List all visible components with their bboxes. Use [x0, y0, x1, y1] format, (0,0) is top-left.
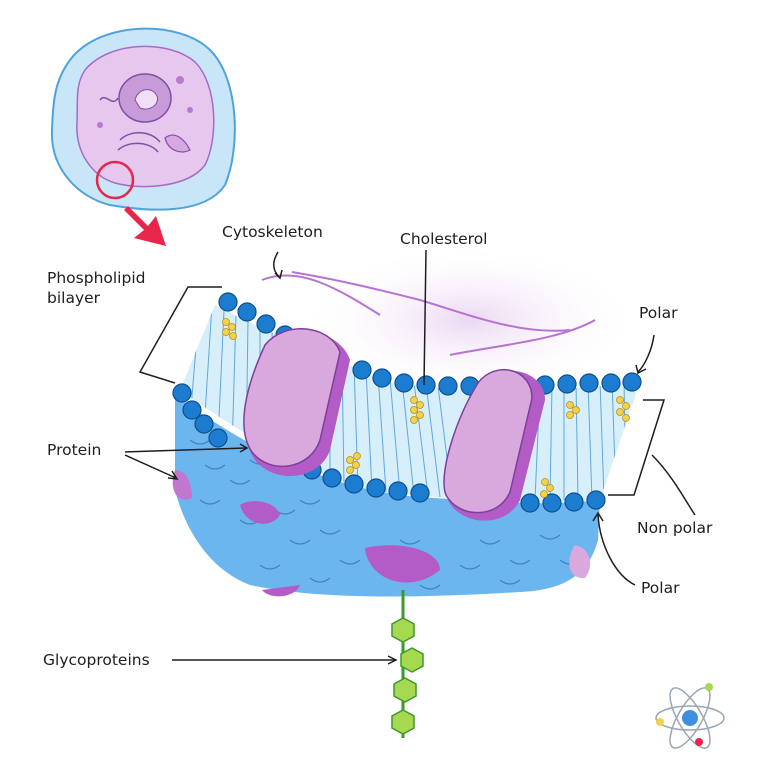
non-polar-label: Non polar	[637, 519, 713, 537]
transmembrane-protein-right	[443, 368, 545, 521]
polar-top-pointer	[637, 334, 655, 373]
nonpolar-pointer	[651, 454, 696, 516]
protein-label: Protein	[47, 441, 102, 459]
glycoprotein-chain	[391, 590, 424, 738]
pointer-arrow-icon	[124, 206, 166, 246]
phospholipid-label-line2: bilayer	[47, 289, 101, 308]
bottom-polar-heads	[172, 383, 606, 513]
cytoskeleton-label: Cytoskeleton	[222, 223, 323, 241]
cell-icon	[50, 27, 236, 211]
phospholipid-label: Phospholipid bilayer	[47, 268, 145, 308]
cholesterol-clusters	[222, 318, 630, 498]
membrane-body	[175, 395, 600, 597]
underside-proteins	[172, 470, 591, 597]
cytoskeleton-filaments	[261, 271, 596, 356]
polar-bottom-pointer	[597, 514, 636, 586]
cytoplasm-glow	[300, 245, 640, 395]
glycoproteins-label: Glycoproteins	[43, 651, 150, 669]
cholesterol-label: Cholesterol	[400, 230, 488, 248]
atom-logo-icon	[655, 683, 725, 749]
polar-top-label: Polar	[639, 304, 678, 322]
leader-lines	[124, 249, 696, 665]
phospholipid-bracket	[138, 286, 222, 384]
phospholipid-label-line1: Phospholipid	[47, 269, 146, 287]
nonpolar-bracket	[608, 399, 666, 496]
cholesterol-pointer	[423, 249, 427, 386]
magnify-circle-icon	[95, 160, 135, 200]
polar-bottom-label: Polar	[641, 579, 680, 597]
protein-pointer-2	[124, 454, 177, 479]
protein-pointer-1	[124, 447, 247, 453]
transmembrane-protein-left	[243, 328, 350, 477]
